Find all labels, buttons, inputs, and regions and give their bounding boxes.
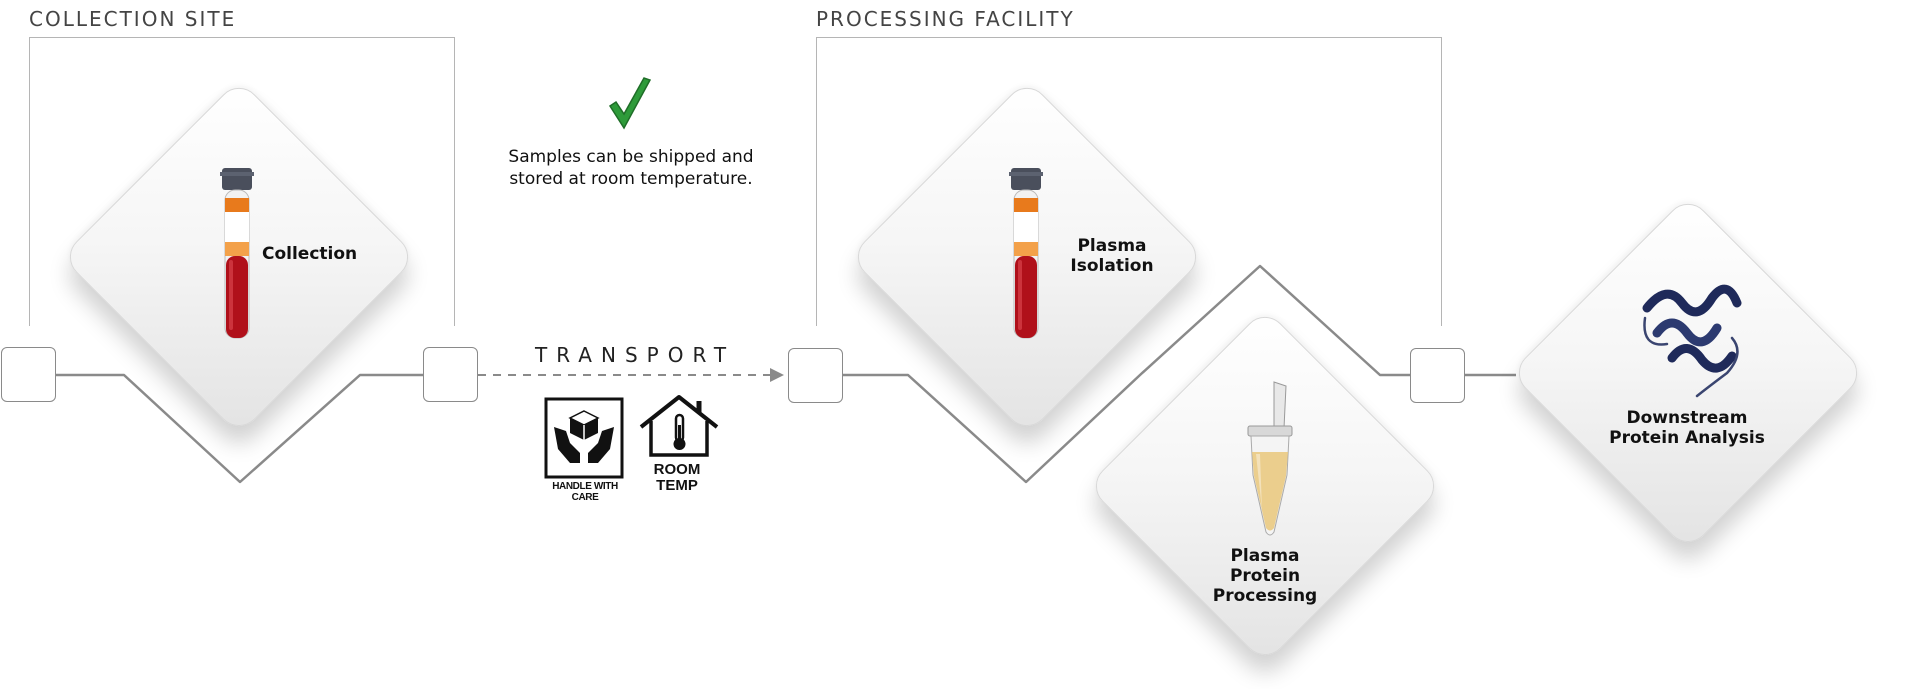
- collection-site-title: COLLECTION SITE: [29, 7, 237, 31]
- plasma-isolation-label: Plasma Isolation: [1070, 236, 1154, 276]
- flow-node: [1410, 348, 1465, 403]
- blood-tube-icon: [220, 168, 254, 348]
- handle-with-care-icon: [544, 397, 624, 484]
- checkmark-icon: [606, 76, 654, 137]
- room-temp-caption: ROOM TEMP: [653, 461, 701, 494]
- transport-label: TRANSPORT: [535, 343, 736, 367]
- handle-with-care-caption: HANDLE WITH CARE: [552, 481, 618, 503]
- collection-label: Collection: [262, 244, 358, 264]
- plasma-protein-processing-label: Plasma Protein Processing: [1212, 546, 1318, 606]
- microcentrifuge-tube-icon: [1240, 380, 1300, 545]
- protein-structure-icon: [1637, 278, 1747, 403]
- processing-facility-title: PROCESSING FACILITY: [816, 7, 1075, 31]
- room-temp-house-icon: [637, 393, 721, 464]
- room-temperature-note: Samples can be shipped and stored at roo…: [508, 147, 754, 189]
- blood-tube-icon: [1009, 168, 1043, 348]
- collection-site-zone: [29, 37, 455, 326]
- flow-node: [1, 347, 56, 402]
- flow-node: [788, 348, 843, 403]
- downstream-analysis-label: Downstream Protein Analysis: [1609, 408, 1765, 448]
- transport-arrowhead: [770, 368, 784, 382]
- flow-node: [423, 347, 478, 402]
- processing-facility-zone: [816, 37, 1442, 326]
